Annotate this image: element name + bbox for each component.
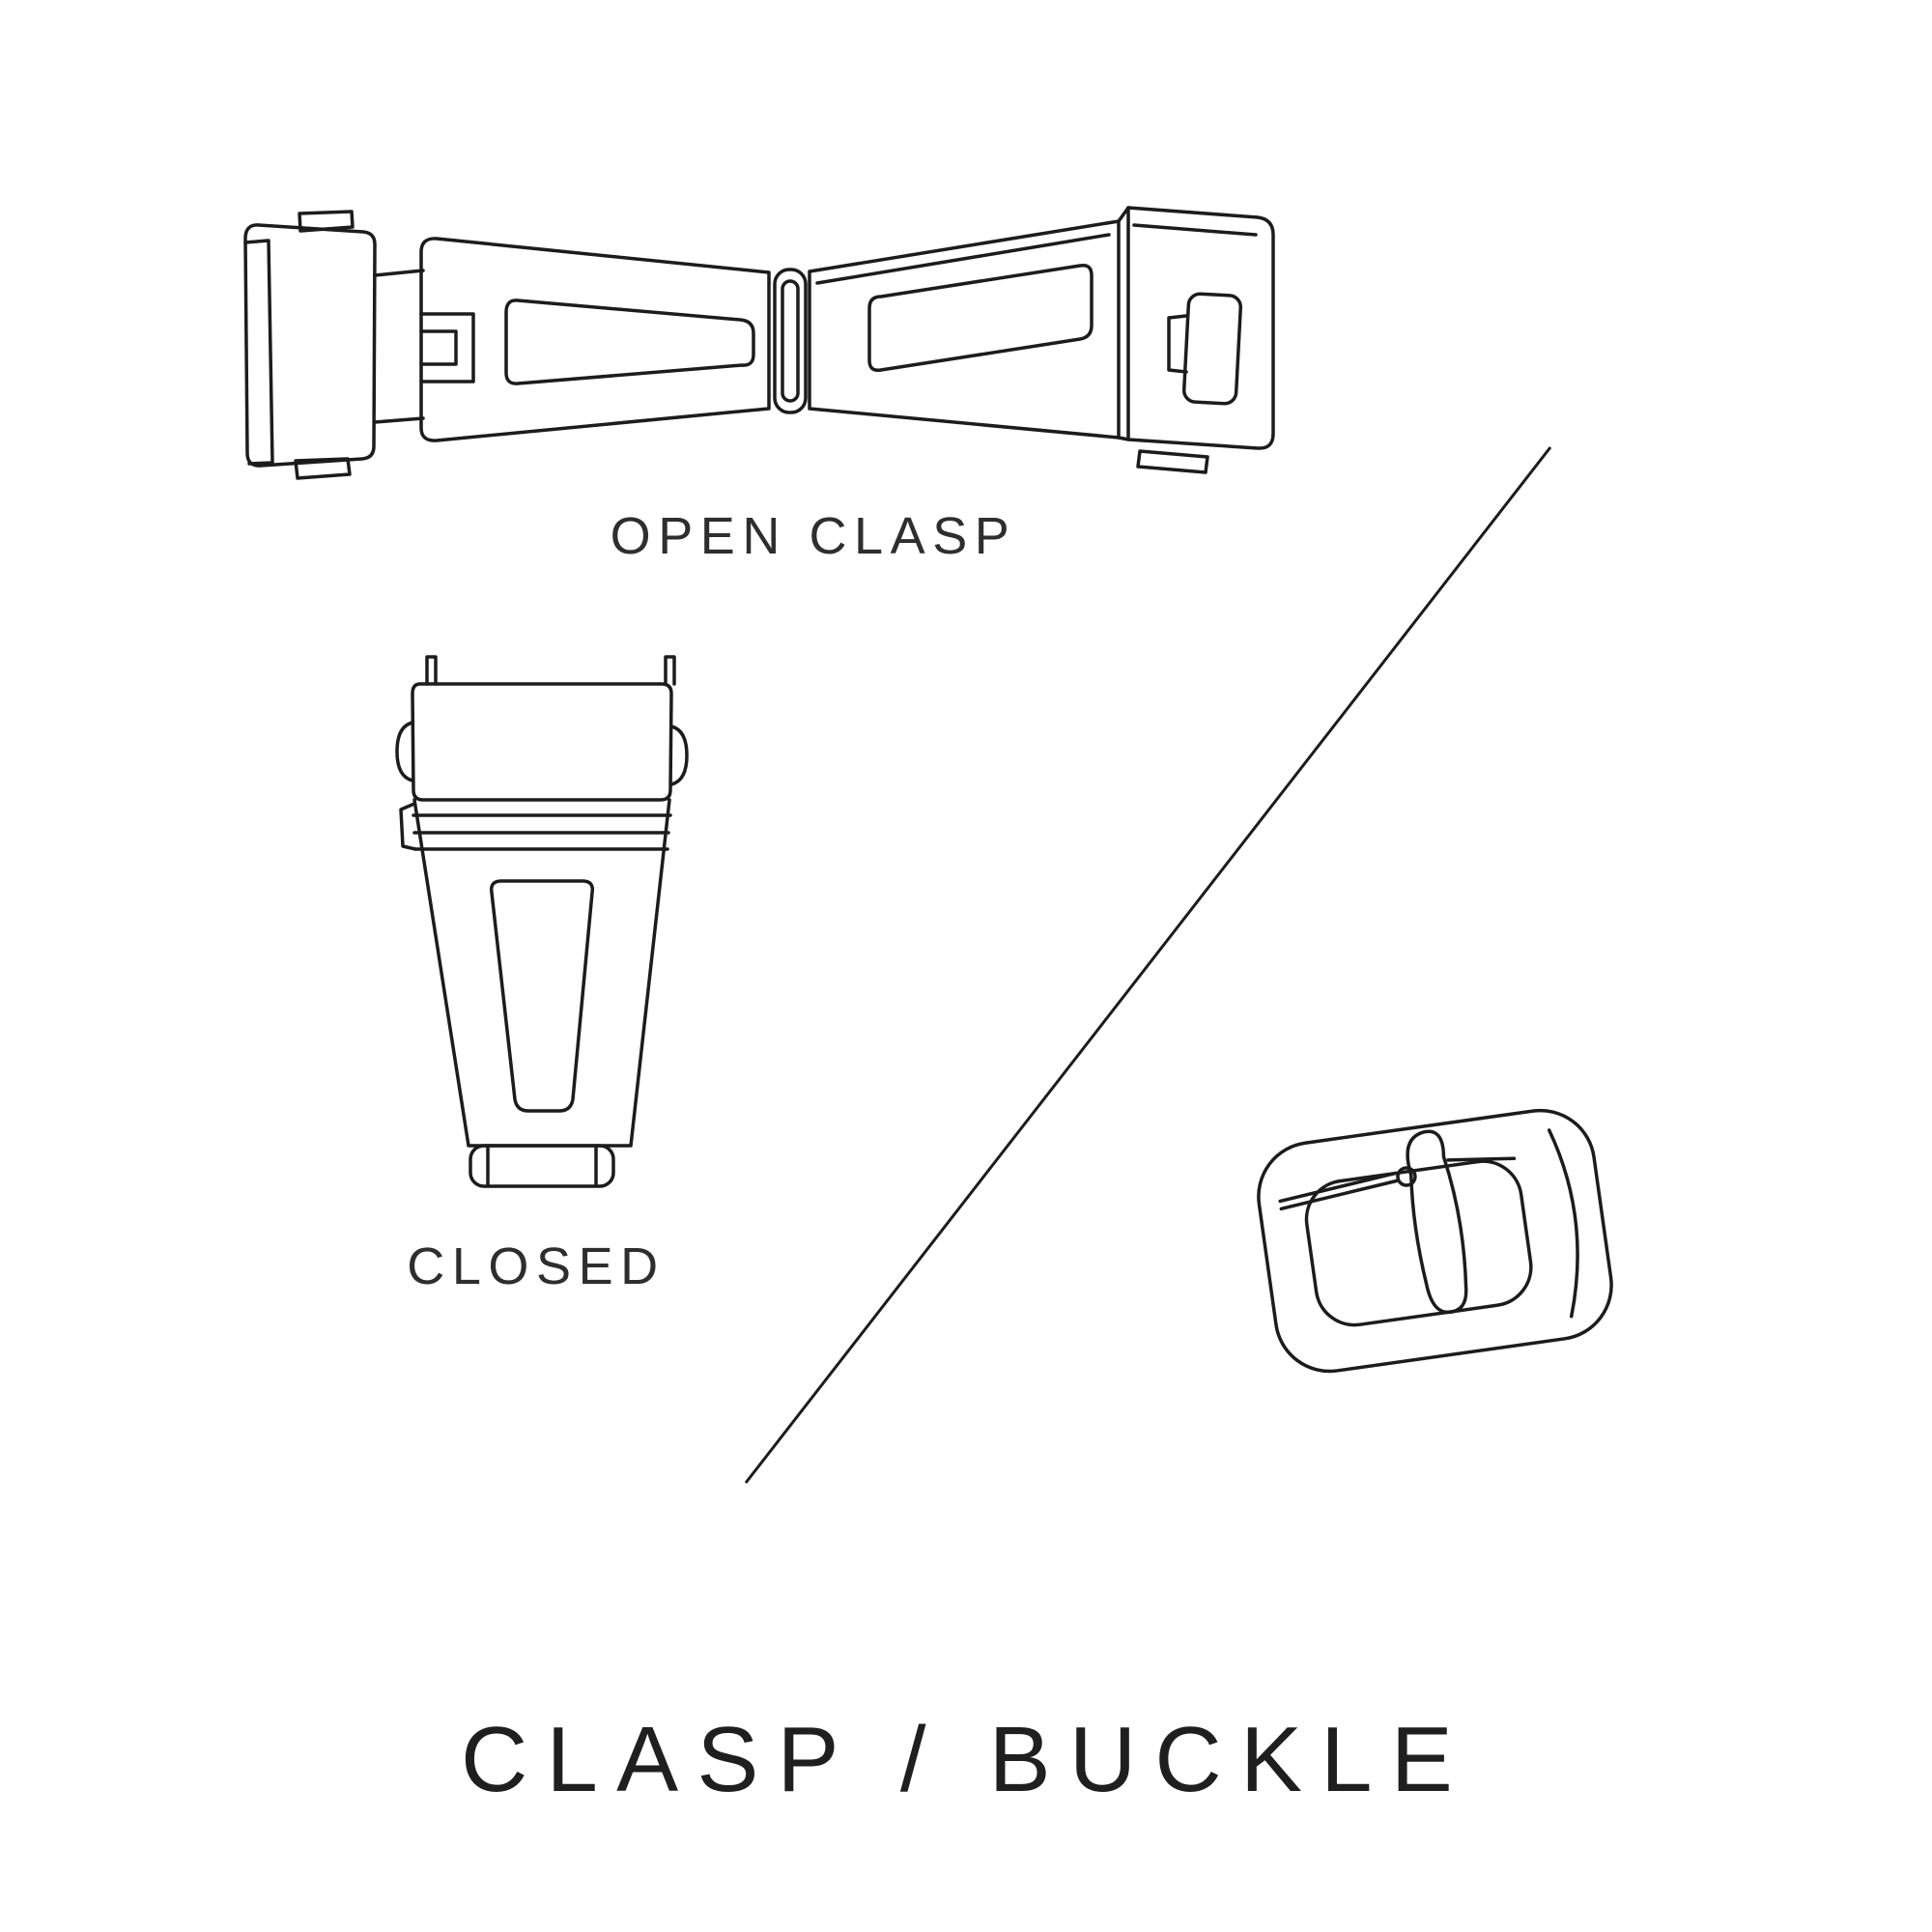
closed-side-tab bbox=[399, 802, 417, 851]
closed-clasp-label: CLOSED bbox=[407, 1237, 666, 1295]
closed-prong-left bbox=[425, 655, 438, 686]
clasp-left-window bbox=[504, 298, 755, 385]
closed-ear-left bbox=[395, 721, 414, 782]
clasp-hinge-inner bbox=[781, 279, 800, 403]
closed-prong-right bbox=[664, 655, 676, 686]
buckle-bar-right-segment bbox=[1446, 1156, 1517, 1162]
tang-buckle-illustration bbox=[1257, 1108, 1613, 1374]
open-clasp-illustration bbox=[243, 206, 1275, 480]
buckle-right-contour bbox=[1547, 1128, 1579, 1319]
clasp-neck-top bbox=[373, 269, 425, 277]
open-clasp-label: OPEN CLASP bbox=[610, 507, 1017, 565]
clasp-right-window bbox=[867, 263, 1094, 373]
buckle-outer-frame bbox=[1257, 1108, 1613, 1374]
clasp-pusher-outer bbox=[419, 312, 475, 384]
closed-body bbox=[412, 798, 671, 1148]
clasp-end-plate bbox=[1117, 206, 1275, 450]
buckle-spring-bar-top bbox=[1278, 1171, 1398, 1204]
diagonal-divider-line bbox=[744, 446, 1552, 1484]
clasp-hinge-outer bbox=[773, 268, 808, 414]
closed-inner-slot bbox=[489, 879, 595, 1113]
closed-ear-right bbox=[669, 724, 689, 786]
clasp-left-arm bbox=[419, 237, 771, 442]
clasp-right-fold-line bbox=[815, 233, 1111, 285]
clasp-end-slot bbox=[1181, 292, 1243, 406]
clasp-bottom-tab bbox=[294, 457, 352, 480]
closed-top-block bbox=[411, 682, 673, 802]
clasp-end-hook bbox=[1167, 314, 1188, 374]
clasp-end-plate-topline bbox=[1132, 223, 1258, 237]
closed-clasp-illustration bbox=[395, 655, 689, 1188]
clasp-fold-block bbox=[243, 223, 377, 468]
clasp-end-tab bbox=[1136, 449, 1209, 474]
clasp-neck-bottom bbox=[373, 416, 425, 424]
clasp-pusher-inner bbox=[419, 329, 458, 366]
page-title: CLASP / BUCKLE bbox=[460, 1708, 1472, 1811]
closed-bottom-bar bbox=[469, 1144, 615, 1188]
buckle-pivot-ring bbox=[1396, 1166, 1417, 1187]
buckle-spring-bar-bottom bbox=[1279, 1179, 1399, 1211]
clasp-right-arm bbox=[808, 219, 1121, 440]
clasp-top-tab bbox=[298, 210, 355, 233]
buckle-tongue bbox=[1406, 1129, 1468, 1315]
clasp-fold-edge bbox=[243, 239, 274, 466]
